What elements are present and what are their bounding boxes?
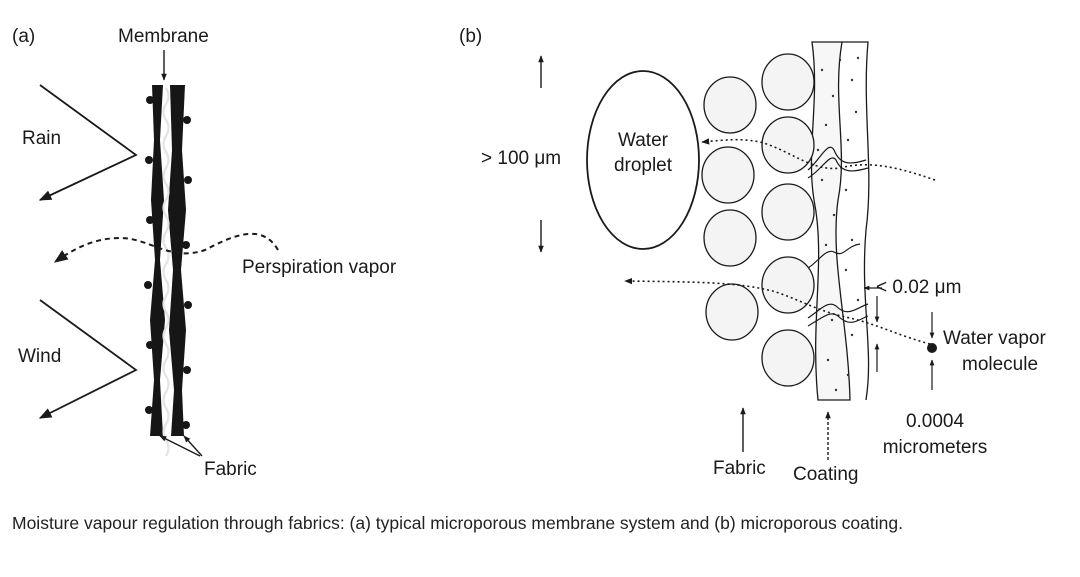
water-vapor-molecule [927, 343, 937, 353]
fabric-label-b: Fabric [713, 458, 766, 479]
membrane-label: Membrane [118, 26, 209, 47]
wind-arrow [38, 299, 138, 419]
panel-b-tag: (b) [459, 26, 483, 47]
vapor-size-line1: 0.0004 [905, 411, 965, 432]
coating-label: Coating [793, 464, 859, 485]
vapor-path-upper [701, 138, 936, 181]
panel-a-tag: (a) [12, 26, 36, 47]
figure-diagram [38, 41, 937, 460]
coating-layer [807, 41, 870, 401]
fabric-pointer-2 [183, 435, 203, 457]
pore-size-label: < 0.02 μm [876, 277, 962, 298]
fabric-label-a: Fabric [204, 459, 257, 480]
fabric-fibers [701, 53, 815, 387]
perspiration-path [53, 232, 279, 263]
fabric-pointer-1 [159, 435, 201, 457]
panel-a-diagram [38, 50, 279, 457]
vapor-label-line2: molecule [962, 354, 1039, 375]
figure-caption: Moisture vapour regulation through fabri… [12, 513, 903, 533]
vapor-label-line1: Water vapor [943, 328, 1046, 349]
vapor-size-line2: micrometers [882, 437, 988, 458]
membrane-layer [144, 85, 192, 457]
rain-label: Rain [22, 128, 62, 149]
droplet-size-label: > 100 μm [481, 148, 562, 169]
wind-label: Wind [18, 346, 62, 367]
water-droplet [586, 70, 700, 250]
droplet-label-line1: Water [618, 130, 668, 151]
panel-b-diagram [538, 41, 937, 460]
rain-arrow [38, 84, 138, 201]
droplet-label-line2: droplet [613, 155, 673, 176]
vapor-path-lower [624, 277, 931, 345]
perspiration-label: Perspiration vapor [242, 257, 397, 278]
